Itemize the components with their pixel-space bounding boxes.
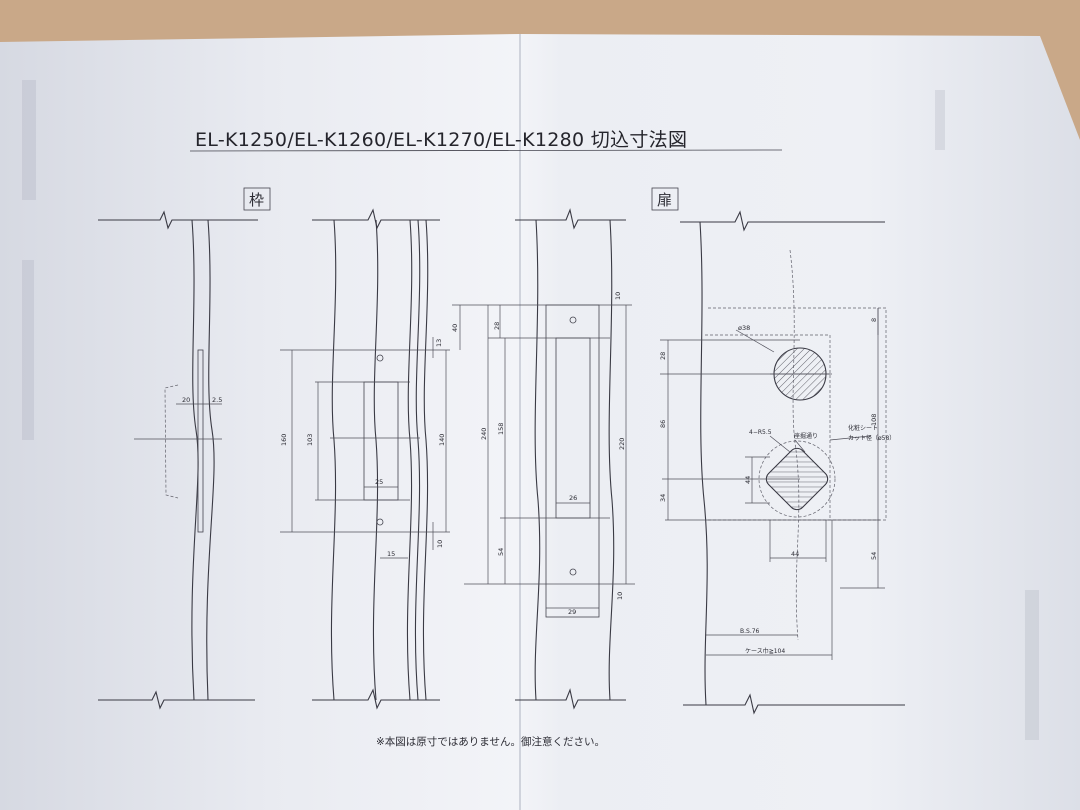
door-label-box: [651, 187, 679, 211]
door-dim-case-width: ケース巾≧104: [745, 647, 785, 655]
frame-c-dim-220: 220: [618, 438, 626, 450]
door-note-seat-2: カット径（ø58）: [848, 434, 895, 442]
door-view: ø38 28 86 34 4−R5.5 座掘通り 化粧シート カット径（ø58）…: [659, 210, 905, 715]
door-dim-backset: B.S.76: [740, 628, 760, 635]
frame-view-c: 240 158 28 26 54 220 29 10 10: [452, 208, 635, 710]
frame-c-dim-26: 26: [569, 494, 577, 502]
door-dim-108: 108: [870, 414, 878, 426]
door-dim-28: 28: [659, 352, 667, 360]
frame-c-dim-240: 240: [480, 428, 488, 440]
door-note-seat-1: 化粧シート: [848, 424, 878, 432]
frame-b-dim-10: 10: [436, 540, 444, 548]
frame-b-dim-13: 13: [435, 339, 443, 347]
frame-b-dim-103: 103: [306, 434, 314, 446]
door-dim-44-horizontal: 44: [791, 550, 799, 558]
frame-c-dim-158: 158: [497, 423, 505, 435]
frame-a-dim-20: 20: [182, 396, 190, 404]
frame-view-a: 20 2.5: [98, 210, 258, 710]
door-dim-86: 86: [659, 420, 667, 428]
frame-b-dim-40: 40: [451, 324, 459, 332]
frame-c-dim-54: 54: [497, 548, 505, 556]
door-dim-8: 8: [870, 318, 878, 322]
frame-c-dim-10-bottom: 10: [616, 592, 624, 600]
document-title: EL-K1250/EL-K1260/EL-K1270/EL-K1280 切込寸法…: [195, 129, 687, 151]
door-dim-54: 54: [870, 552, 878, 560]
frame-b-dim-15: 15: [387, 550, 395, 558]
frame-b-dim-140: 140: [438, 434, 446, 446]
scale-note: ※本図は原寸ではありません。御注意ください。: [376, 735, 605, 748]
frame-c-dim-29: 29: [568, 608, 576, 616]
title-underline: [189, 149, 783, 152]
paper-sheet: [0, 34, 1080, 810]
frame-label-box: [243, 187, 271, 211]
door-note-bolt: 座掘通り: [794, 432, 818, 440]
frame-c-dim-10-top: 10: [614, 292, 622, 300]
frame-b-dim-25: 25: [375, 478, 383, 486]
frame-b-dim-160: 160: [280, 434, 288, 446]
door-dim-34: 34: [659, 494, 667, 502]
door-note-holes: 4−R5.5: [749, 429, 772, 436]
frame-c-dim-28: 28: [493, 322, 501, 330]
door-dim-44-vertical: 44: [744, 476, 752, 484]
frame-label: 枠: [249, 191, 264, 209]
frame-view-b: 160 103 25 15 140 40 13 10: [280, 208, 461, 710]
show-through-marks: [22, 80, 1039, 740]
door-dim-phi38: ø38: [738, 324, 750, 332]
door-label: 扉: [657, 191, 672, 209]
frame-a-dim-2-5: 2.5: [212, 396, 222, 404]
